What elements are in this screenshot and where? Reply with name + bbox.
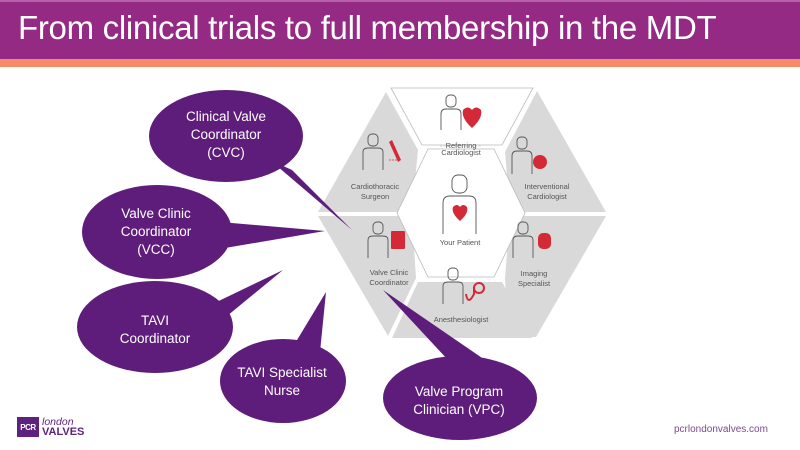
callout-tavi-coordinator-line2: Coordinator — [120, 331, 191, 346]
segment-referring-cardiologist — [390, 87, 534, 146]
logo-box: PCR — [17, 417, 39, 437]
surgeon-scalpel-icon — [362, 133, 384, 170]
segment-interventional-cardiologist — [505, 91, 606, 212]
callout-tavi-coordinator-line1: TAVI — [141, 313, 169, 328]
callout-cvc-line2: Coordinator — [191, 127, 262, 142]
pcr-london-valves-logo: PCR london VALVES — [17, 416, 85, 438]
red-clipboard — [391, 231, 405, 249]
label-your-patient: Your Patient — [440, 238, 482, 247]
title-bar-top-line — [0, 0, 800, 2]
label-valve-clinic-line1: Valve Clinic — [370, 268, 409, 277]
red-anesthesia-mask — [473, 282, 485, 294]
label-interventional-line1: Interventional — [524, 182, 569, 191]
callout-vcc — [82, 185, 325, 279]
segment-cardiothoracic-surgeon — [318, 92, 418, 212]
callout-vpc-line2: Clinician (VPC) — [413, 402, 505, 417]
accent-bar — [0, 59, 800, 67]
slide-title: From clinical trials to full membership … — [18, 9, 717, 46]
label-valve-clinic-line2: Coordinator — [369, 278, 409, 287]
callout-vpc-line1: Valve Program — [415, 384, 503, 399]
label-referring-line1: Referring — [446, 141, 477, 150]
logo-top-text: london — [42, 416, 74, 428]
label-referring-line2: Cardiologist — [441, 148, 482, 157]
callout-vcc-line1: Valve Clinic — [121, 206, 191, 221]
label-imaging-line1: Imaging — [521, 269, 548, 278]
website-url[interactable]: pcrlondonvalves.com — [674, 424, 768, 435]
title-bar: From clinical trials to full membership … — [0, 0, 800, 59]
callout-tavi-nurse-line1: TAVI Specialist — [237, 365, 327, 380]
callout-cvc-line1: Clinical Valve — [186, 109, 266, 124]
red-heart-valve — [533, 155, 547, 169]
label-cardiothoracic-line1: Cardiothoracic — [351, 182, 400, 191]
doctor-anesthesia-icon — [442, 267, 464, 304]
callout-tavi-coordinator — [77, 270, 283, 373]
callout-vcc-line2: Coordinator — [121, 224, 192, 239]
callout-cvc — [149, 90, 352, 230]
segment-imaging-specialist — [505, 216, 606, 337]
callout-vcc-line3: (VCC) — [137, 242, 175, 257]
label-anesthesiologist: Anesthesiologist — [434, 315, 490, 324]
patient-heart-icon — [442, 174, 477, 234]
logo-text: london VALVES — [42, 416, 85, 438]
callout-vpc — [383, 290, 537, 440]
callout-tavi-nurse — [220, 292, 346, 423]
red-scanner — [538, 233, 551, 249]
callout-cvc-line3: (CVC) — [207, 145, 245, 160]
callout-tavi-nurse-line2: Nurse — [264, 383, 300, 398]
doctor-scanner-icon — [512, 221, 534, 258]
label-interventional-line2: Cardiologist — [527, 192, 568, 201]
red-anesthesia-tube — [465, 288, 475, 301]
red-patient-heart — [452, 205, 468, 221]
red-scalpel — [389, 140, 401, 162]
red-heart-ecg — [462, 107, 482, 128]
doctor-heart-valve-icon — [511, 136, 533, 174]
logo-bottom-text: VALVES — [42, 426, 85, 438]
doctor-clipboard-icon — [367, 221, 389, 258]
label-imaging-line2: Specialist — [518, 279, 551, 288]
doctor-heart-ecg-icon — [440, 94, 462, 130]
label-cardiothoracic-line2: Surgeon — [361, 192, 389, 201]
